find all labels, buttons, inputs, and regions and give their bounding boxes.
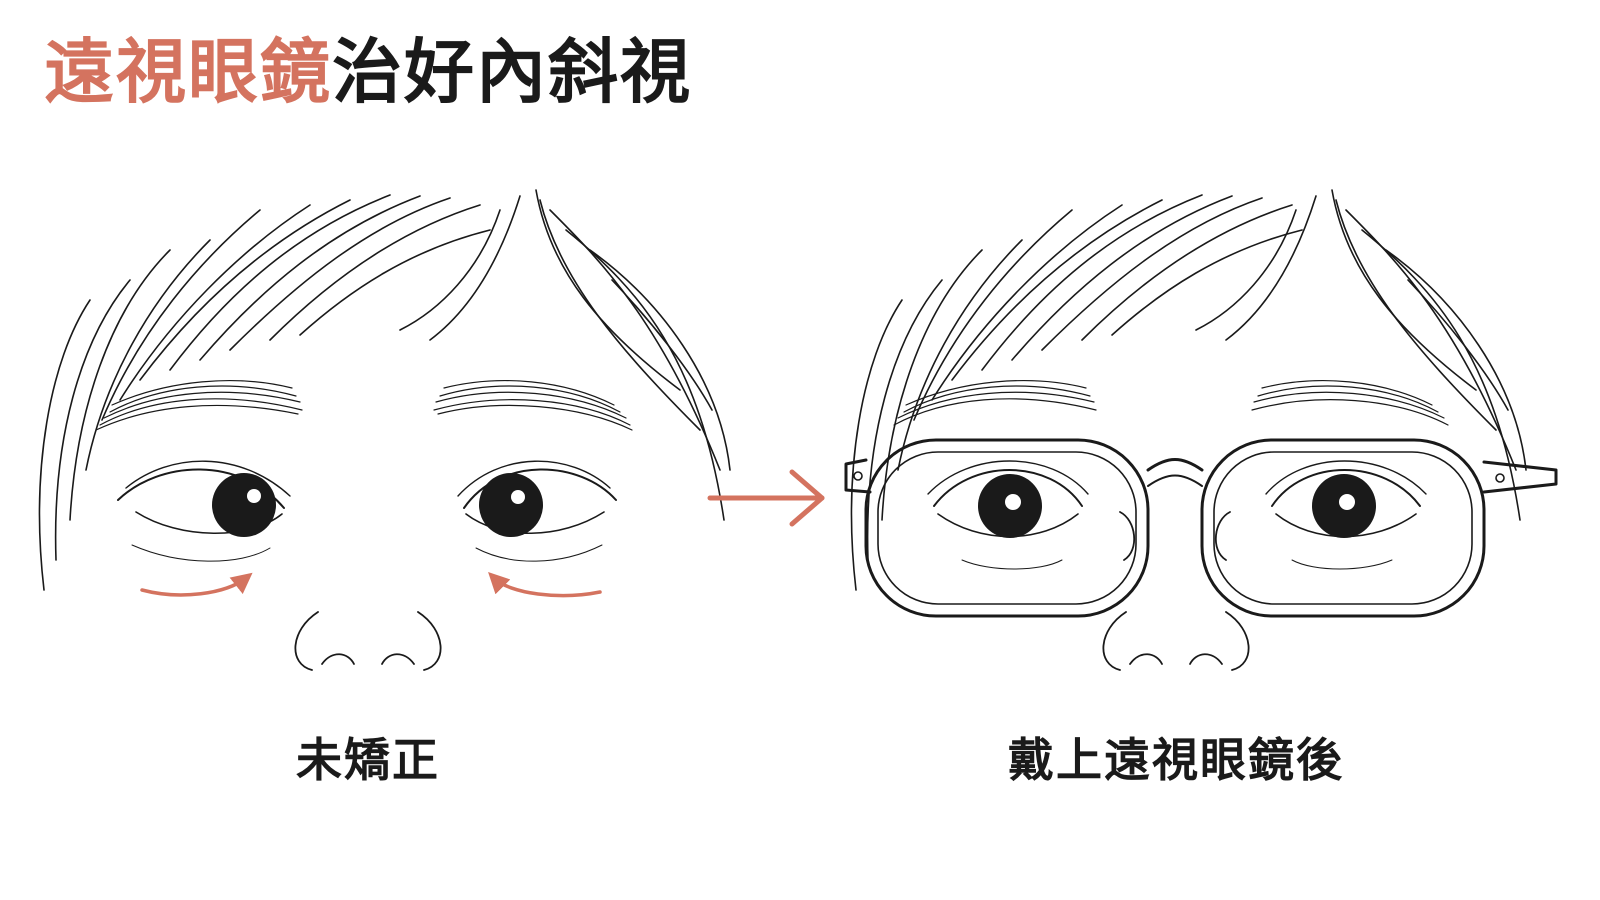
eye-before-right: [457, 460, 617, 562]
hair-after: [850, 189, 1527, 591]
title-accent: 遠視眼鏡: [44, 31, 332, 113]
title-rest: 治好內斜視: [332, 31, 692, 113]
eye-before-left: [117, 460, 291, 562]
face-after: [850, 189, 1527, 671]
nose-before: [294, 611, 442, 671]
caption-before: 未矯正: [296, 733, 440, 787]
curved-arrow-icon: [488, 572, 602, 598]
nose-after: [1102, 611, 1250, 671]
eyebrow-before-left: [95, 380, 303, 431]
eyebrow-after-left: [893, 380, 1097, 426]
eyebrow-after-right: [1251, 380, 1449, 426]
hair-before: [38, 189, 731, 591]
arrow-right-icon: [707, 469, 825, 527]
eye-after-right: [1265, 460, 1427, 570]
glasses-icon: [844, 438, 1558, 618]
curved-arrow-icon: [140, 572, 253, 597]
face-before: [38, 189, 731, 671]
eyebrow-before-right: [433, 380, 633, 431]
page-title: 遠視眼鏡治好內斜視: [44, 34, 692, 111]
caption-after: 戴上遠視眼鏡後: [1008, 733, 1344, 787]
eye-after-left: [927, 460, 1089, 570]
